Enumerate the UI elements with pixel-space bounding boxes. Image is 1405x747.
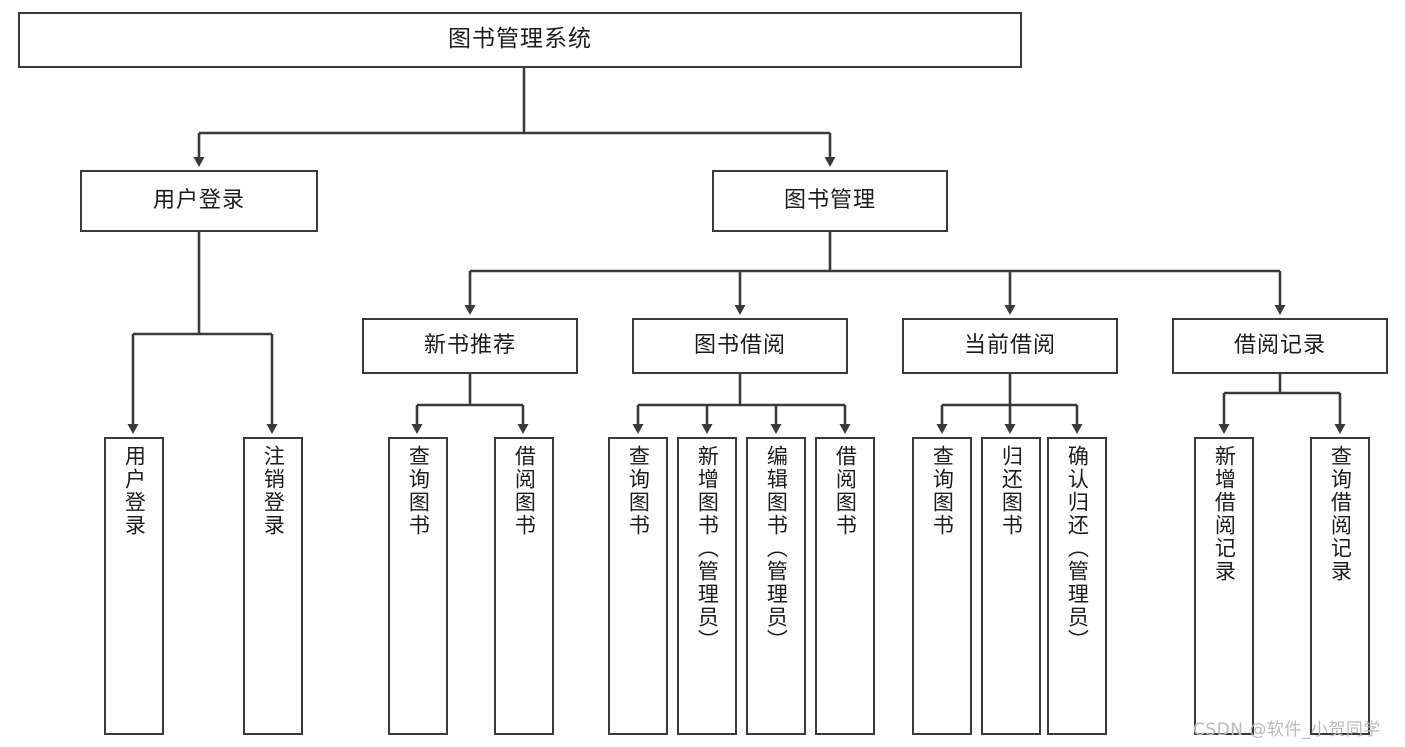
node-label: 查询图书 xyxy=(626,445,651,537)
node-label: 归还图书 xyxy=(999,445,1024,537)
node-label: 图书管理系统 xyxy=(448,26,592,53)
node-label: 查询图书 xyxy=(406,445,431,537)
node-label: 新书推荐 xyxy=(423,332,516,358)
node-new-book-recommend[interactable]: 新书推荐 xyxy=(362,318,578,374)
node-borrow-record[interactable]: 借阅记录 xyxy=(1172,318,1388,374)
node-label: 借阅记录 xyxy=(1233,332,1326,358)
leaf-record-add[interactable]: 新增借阅记录 xyxy=(1194,437,1254,735)
node-root-system[interactable]: 图书管理系统 xyxy=(18,12,1022,68)
node-label: 注销登录 xyxy=(261,445,286,537)
node-book-borrow[interactable]: 图书借阅 xyxy=(632,318,848,374)
node-label: 借阅图书 xyxy=(833,445,858,537)
leaf-new-book-borrow[interactable]: 借阅图书 xyxy=(494,437,554,735)
leaf-user-login-logout[interactable]: 注销登录 xyxy=(243,437,303,735)
node-book-management[interactable]: 图书管理 xyxy=(712,170,948,232)
watermark-text: CSDN @软件_小贺同学 xyxy=(1193,720,1381,740)
node-label: 查询图书 xyxy=(930,445,955,537)
node-label: 确认归还（管理员） xyxy=(1065,445,1090,652)
node-user-login[interactable]: 用户登录 xyxy=(80,170,318,232)
node-label: 图书借阅 xyxy=(693,332,786,358)
leaf-current-confirm-return[interactable]: 确认归还（管理员） xyxy=(1047,437,1107,735)
node-label: 新增图书（管理员） xyxy=(695,445,720,652)
leaf-borrow-borrow-book[interactable]: 借阅图书 xyxy=(815,437,875,735)
node-current-borrow[interactable]: 当前借阅 xyxy=(902,318,1118,374)
leaf-record-query[interactable]: 查询借阅记录 xyxy=(1310,437,1370,735)
node-label: 查询借阅记录 xyxy=(1328,445,1353,583)
leaf-borrow-query-book[interactable]: 查询图书 xyxy=(608,437,668,735)
leaf-current-return-book[interactable]: 归还图书 xyxy=(981,437,1041,735)
node-label: 图书管理 xyxy=(783,187,876,213)
leaf-current-query-book[interactable]: 查询图书 xyxy=(912,437,972,735)
node-label: 用户登录 xyxy=(122,445,147,537)
leaf-borrow-edit-book[interactable]: 编辑图书（管理员） xyxy=(746,437,806,735)
leaf-user-login-login[interactable]: 用户登录 xyxy=(104,437,164,735)
node-label: 用户登录 xyxy=(152,187,245,213)
leaf-borrow-add-book[interactable]: 新增图书（管理员） xyxy=(677,437,737,735)
node-label: 当前借阅 xyxy=(963,332,1056,358)
node-label: 新增借阅记录 xyxy=(1212,445,1237,583)
leaf-new-book-query[interactable]: 查询图书 xyxy=(388,437,448,735)
node-label: 借阅图书 xyxy=(512,445,537,537)
node-label: 编辑图书（管理员） xyxy=(764,445,789,652)
